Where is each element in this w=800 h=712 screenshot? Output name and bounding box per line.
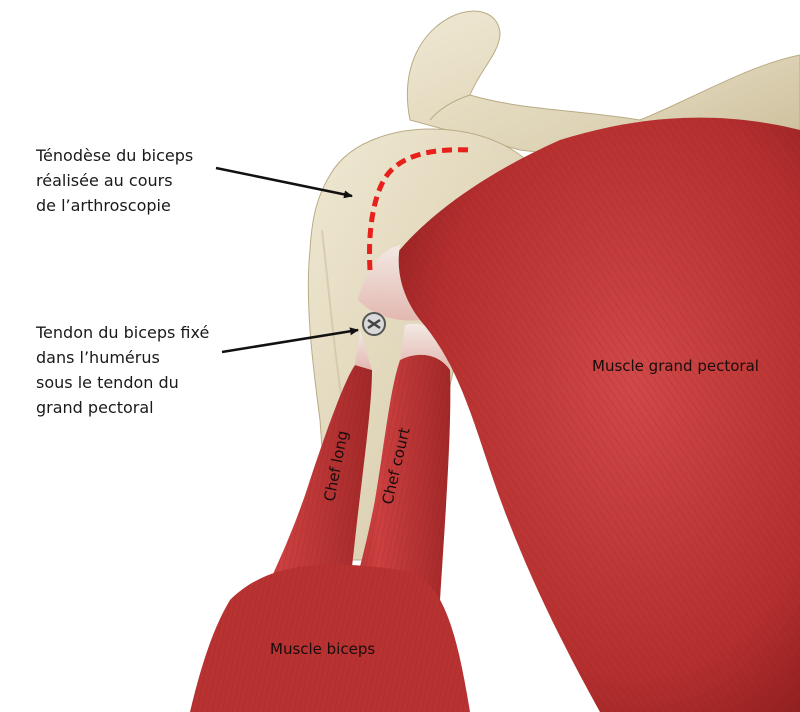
arrow-tendon	[221, 327, 359, 354]
annotation-line: de l’arthroscopie	[36, 196, 171, 215]
biceps-belly	[190, 564, 470, 712]
screw-icon	[362, 312, 386, 336]
annotation-line: Tendon du biceps fixé	[36, 323, 210, 342]
label-pectoral-muscle: Muscle grand pectoral	[592, 357, 759, 375]
annotation-line: réalisée au cours	[36, 171, 173, 190]
annotation-line: Ténodèse du biceps	[36, 146, 194, 165]
annotation-line: sous le tendon du	[36, 373, 179, 392]
annotation-tendon: Tendon du biceps fixé dans l’humérus sou…	[36, 320, 209, 420]
tenodesis-dashed-path	[367, 147, 471, 271]
label-biceps-muscle: Muscle biceps	[270, 640, 376, 658]
annotation-tenodese: Ténodèse du biceps réalisée au cours de …	[36, 143, 193, 218]
arrow-tenodese	[215, 166, 353, 199]
pectoralis-major	[358, 117, 800, 712]
annotation-line: grand pectoral	[36, 398, 154, 417]
annotation-line: dans l’humérus	[36, 348, 160, 367]
